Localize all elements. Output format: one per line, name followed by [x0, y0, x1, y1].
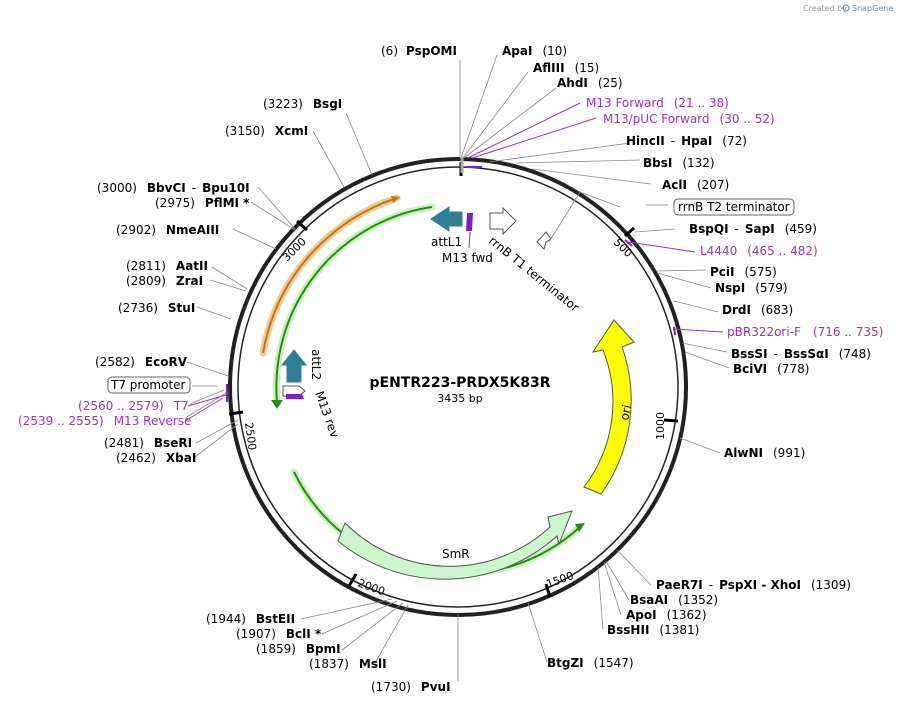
site-acli: AclI(207) [662, 178, 729, 192]
site-bsshii: BssHII(1381) [607, 623, 699, 637]
attl2-feature [280, 349, 308, 383]
site-btgzi: BtgZI(1547) [547, 656, 634, 670]
site-zrai: (2809)ZraI [126, 274, 203, 288]
m13-fwd-leader [468, 231, 471, 249]
site-alwni: AlwNI(991) [724, 446, 805, 460]
pbr322ori-primer-mark [673, 326, 676, 336]
plasmid-length: 3435 bp [437, 392, 482, 405]
site-apoi: ApoI(1362) [626, 608, 707, 622]
tick-label-2500: 2500 [242, 422, 259, 452]
primer-m13-reverse: (2539 .. 2555)M13 Reverse [18, 414, 191, 428]
site-bsteii: (1944)BstEII [206, 612, 295, 626]
site-bcivi: BciVI(778) [733, 362, 809, 376]
primer-m13-forward: M13 Forward(21 .. 38) [586, 96, 729, 110]
site-drdi: DrdI(683) [722, 303, 793, 317]
site-bsaai: BsaAI(1352) [630, 593, 718, 607]
site-xcmi: (3150)XcmI [225, 124, 308, 138]
green-arc-top-arrowhead [271, 400, 283, 409]
box-rrnb-t2-frame [673, 198, 795, 216]
snapgene-logo-icon [842, 4, 850, 12]
label-attl2: attL2 [309, 349, 323, 380]
site-pvui: (1730)PvuI [371, 680, 451, 694]
tick-label-1000: 1000 [654, 412, 667, 440]
site-pflmi: (2975)PflMI * [155, 196, 250, 210]
box-t7-promoter-frame [107, 376, 191, 394]
site-bsgi: (3223)BsgI [263, 97, 342, 111]
primer-l4440: L4440(465 .. 482) [700, 244, 818, 258]
primer-m13-puc-forward: M13/pUC Forward(30 .. 52) [603, 112, 775, 126]
site-ecorv: (2582)EcoRV [95, 355, 188, 369]
credit-prefix: Created by [803, 4, 847, 13]
site-bcli: (1907)BclI * [236, 627, 322, 641]
site-xbai: (2462)XbaI [116, 451, 196, 465]
box-t7-promoter-label: T7 promoter [110, 378, 186, 392]
site-nspi: NspI(579) [715, 281, 788, 295]
label-rrnb-t1: rrnB T1 terminator [486, 233, 582, 314]
site-apai: ApaI(10) [502, 44, 567, 58]
smr-feature [337, 510, 573, 580]
leader-lines [184, 54, 730, 681]
m13-rev-primer [286, 394, 304, 399]
label-m13-rev: M13 rev [312, 389, 342, 439]
site-bsssi: BssSI-BssSαI(748) [731, 347, 871, 361]
label-smr: SmR [442, 547, 470, 561]
box-t7-promoter: T7 promoter [107, 376, 191, 394]
site-bbsi: BbsI(132) [643, 156, 715, 170]
box-rrnb-t2-label: rrnB T2 terminator [678, 200, 790, 214]
site-bpmi: (1859)BpmI [256, 642, 341, 656]
site-aatii: (2811)AatII [126, 259, 208, 273]
t7-small-arrow [282, 385, 306, 397]
attl1-feature [430, 206, 463, 232]
orange-arc [262, 197, 398, 354]
site-msli: (1837)MslI [309, 657, 387, 671]
green-arc-top [275, 206, 433, 403]
green-arc-bottom-halo [290, 468, 584, 578]
l4440-primer-mark [624, 239, 633, 247]
rrnb-t1-small-arrow [536, 231, 552, 250]
backbone-inner-ring [237, 166, 679, 608]
tick-marks [228, 219, 679, 598]
site-pcii: PciI(575) [710, 265, 777, 279]
label-m13-fwd: M13 fwd [442, 251, 493, 265]
snapgene-credit: Created by SnapGene [803, 4, 893, 13]
tick-2000 [347, 573, 358, 587]
site-stui: (2736)StuI [118, 301, 195, 315]
tick-1500 [544, 583, 552, 598]
primer-leader-lines [184, 102, 724, 422]
plasmid-name: pENTR223-PRDX5K83R [370, 375, 551, 391]
ori-feature [583, 319, 635, 495]
green-arc-bottom-arrowhead [575, 523, 585, 532]
credit-brand: SnapGene [852, 4, 893, 13]
primer-pbr322ori-f: pBR322ori-F(716 .. 735) [727, 325, 883, 339]
primer-t7: (2560 .. 2579)T7 [78, 399, 189, 413]
site-hincii-hpai: HincII-HpaI(72) [626, 134, 747, 148]
tick-500 [624, 226, 635, 238]
m13-fwd-primer [466, 213, 473, 231]
label-ori: ori [617, 403, 634, 421]
tick-2500 [228, 410, 244, 416]
tick-1000 [663, 418, 679, 423]
tick-3000 [295, 219, 309, 232]
site-nmeaiii: (2902)NmeAIII [116, 223, 219, 237]
tick-label-1500: 1500 [545, 569, 576, 591]
site-bspqi-sapi: BspQI-SapI(459) [689, 222, 817, 236]
site-afliii: AflIII(15) [533, 61, 599, 75]
site-bseri: (2481)BseRI [104, 436, 192, 450]
box-rrnb-t2: rrnB T2 terminator [673, 198, 795, 216]
orange-arc-arrowhead [391, 196, 400, 203]
site-pspomi: (6)PspOMI [381, 44, 457, 58]
rrnb-t1-arrow [489, 206, 517, 236]
site-ahdi: AhdI(25) [557, 76, 623, 90]
site-paer7i: PaeR7I-PspXI - XhoI(1309) [656, 578, 851, 592]
site-bbvci: (3000)BbvCI-Bpu10I [97, 181, 250, 195]
label-attl1: attL1 [431, 235, 462, 249]
